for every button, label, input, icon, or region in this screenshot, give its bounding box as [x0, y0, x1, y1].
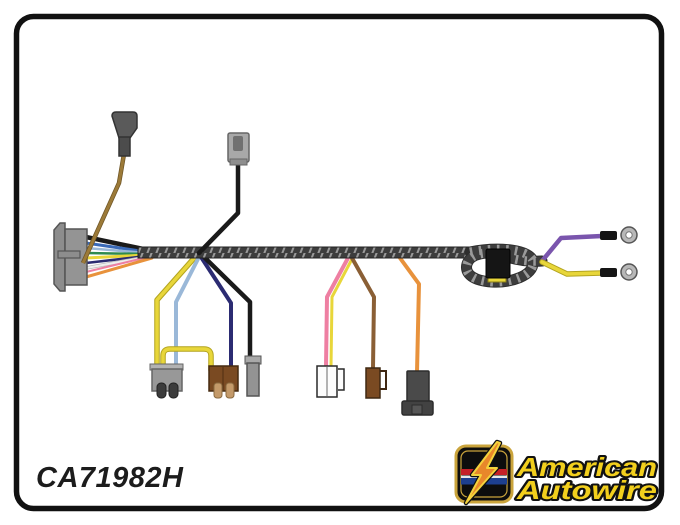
yellow-lead-wire — [540, 260, 604, 276]
ring-terminal-yellow — [600, 263, 638, 281]
fan-blue-wire — [84, 241, 149, 254]
barrel-notch — [411, 404, 423, 415]
single-brown-body — [365, 367, 381, 399]
brand-logo: American Autowire — [454, 439, 659, 507]
fan-light-blue-wire — [84, 246, 149, 255]
barrel-body — [406, 370, 430, 405]
light-blue-wire — [174, 255, 201, 370]
ring-terminal-leads — [539, 233, 605, 277]
fan-orange-wire — [84, 256, 154, 279]
dark-plug-head — [111, 111, 138, 139]
tan-wire-branch — [80, 111, 138, 264]
yellow-pair-wire — [329, 257, 354, 369]
fan-pink-wire — [85, 256, 149, 273]
yellow-jumper-wire — [161, 347, 213, 372]
single-brown-tab — [380, 370, 387, 390]
part-number-label: CA71982H — [36, 462, 184, 494]
gray-connector-prong-2 — [168, 382, 179, 399]
loom-coil-hatch — [462, 244, 543, 287]
heat-shrink-yellow — [600, 268, 617, 277]
fan-yellow-wire — [84, 253, 149, 260]
black-drop-wire — [200, 253, 253, 361]
purple-wire — [539, 233, 605, 264]
barrel-connector — [401, 370, 434, 416]
loom-retainer-clip — [485, 248, 511, 279]
gray-top-connector-lip — [229, 158, 248, 166]
pink-wire — [324, 256, 350, 369]
ring-terminal-purple — [600, 226, 638, 244]
bulkhead-connector — [53, 222, 88, 292]
logo-word-american: American — [516, 452, 657, 482]
black-top-wire — [196, 160, 241, 256]
white-connector-tab — [338, 368, 345, 391]
navy-wire — [199, 255, 233, 370]
brown-connector-prong-2 — [225, 382, 235, 399]
branch-wires — [154, 253, 421, 374]
two-prong-brown-connector — [208, 365, 239, 399]
logo-word-autowire: Autowire — [516, 475, 657, 505]
single-gray-body — [246, 362, 260, 397]
gray-top-connector-slot — [233, 136, 243, 151]
brown-connector-prong-1 — [213, 382, 223, 399]
main-loom — [137, 243, 548, 288]
single-brown-connector — [365, 367, 387, 399]
loom-trunk — [137, 246, 481, 259]
lightning-bolt-icon — [465, 441, 501, 504]
bulkhead-latch — [57, 250, 81, 259]
flat-white-connector — [316, 365, 345, 398]
single-gray-connector — [244, 355, 262, 397]
ring-hole-yellow — [625, 268, 633, 276]
gray-connector-prong-1 — [156, 382, 167, 399]
orange-wire — [398, 256, 421, 374]
heat-shrink-purple — [600, 231, 617, 240]
yellow-wire — [155, 254, 198, 370]
ring-hole-purple — [625, 231, 633, 239]
fan-green-wire — [84, 251, 149, 256]
image-border-frame — [13, 13, 665, 512]
black-wire-branch — [196, 132, 250, 256]
brown-wire — [350, 256, 376, 370]
tan-wire — [81, 153, 126, 264]
dark-plug-stem — [118, 136, 131, 157]
two-prong-gray-connector — [149, 363, 184, 399]
